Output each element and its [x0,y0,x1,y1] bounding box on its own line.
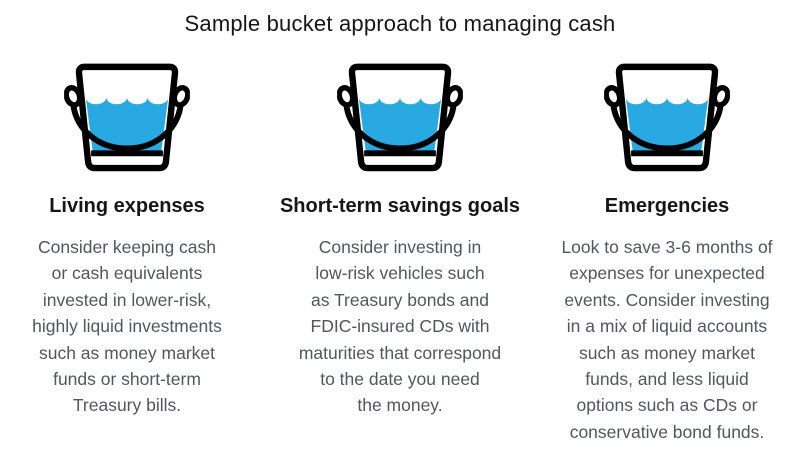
column-heading: Short-term savings goals [279,195,521,217]
column-short-term-savings-goals: Short-term savings goals Consider invest… [275,0,525,450]
column-heading: Living expenses [49,195,205,217]
bucket-icon [604,60,730,174]
column-living-expenses: Living expenses Consider keeping cash or… [2,0,252,450]
page-title: Sample bucket approach to managing cash [184,11,616,36]
bucket-icon [337,60,463,174]
column-body-text: Consider keeping cash or cash equivalent… [32,237,222,416]
bucket-icon [64,60,190,174]
column-body-text: Consider investing in low-risk vehicles … [298,237,502,416]
column-heading: Emergencies [604,195,730,217]
column-body-text: Look to save 3-6 months of expenses for … [561,237,773,442]
column-emergencies: Emergencies Look to save 3-6 months of e… [542,0,792,450]
